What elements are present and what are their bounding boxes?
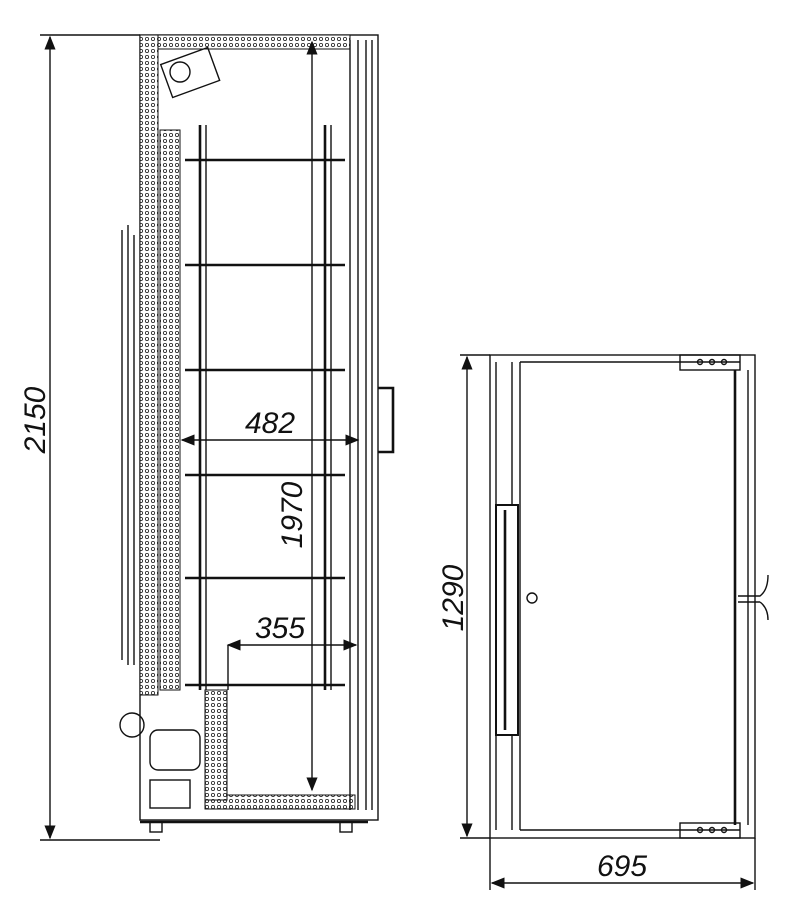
- hinge-top: [679, 354, 741, 371]
- fan-motor: [159, 46, 221, 99]
- evaporator-channel: [159, 129, 181, 691]
- glass-door: [349, 40, 373, 810]
- condenser-pipes: [121, 225, 135, 665]
- dimension-355: 355: [255, 612, 305, 645]
- compressor-box-insulation: [204, 689, 228, 801]
- shelves: [185, 158, 345, 687]
- dimension-695: 695: [597, 850, 647, 883]
- compressor: [119, 712, 201, 809]
- dimension-1970: 1970: [276, 481, 309, 548]
- cabinet-outline: [489, 354, 756, 839]
- door-handle: [378, 386, 395, 454]
- dimension-1290: 1290: [437, 564, 470, 631]
- lock-icon: [526, 592, 538, 604]
- door-frame-profile: [495, 504, 519, 736]
- door-handle: [738, 574, 769, 621]
- foot: [149, 821, 163, 833]
- front-view: 1290 695: [437, 354, 769, 890]
- dimension-2150: 2150: [19, 386, 52, 454]
- bottom-insulation: [204, 794, 356, 810]
- dimension-482: 482: [245, 407, 295, 440]
- top-insulation: [139, 34, 351, 50]
- hinge-bottom: [679, 822, 741, 839]
- shelf-posts: [198, 125, 332, 690]
- side-view: 2150 482 1970 355: [19, 34, 395, 841]
- back-insulation: [139, 34, 159, 696]
- foot: [339, 821, 353, 833]
